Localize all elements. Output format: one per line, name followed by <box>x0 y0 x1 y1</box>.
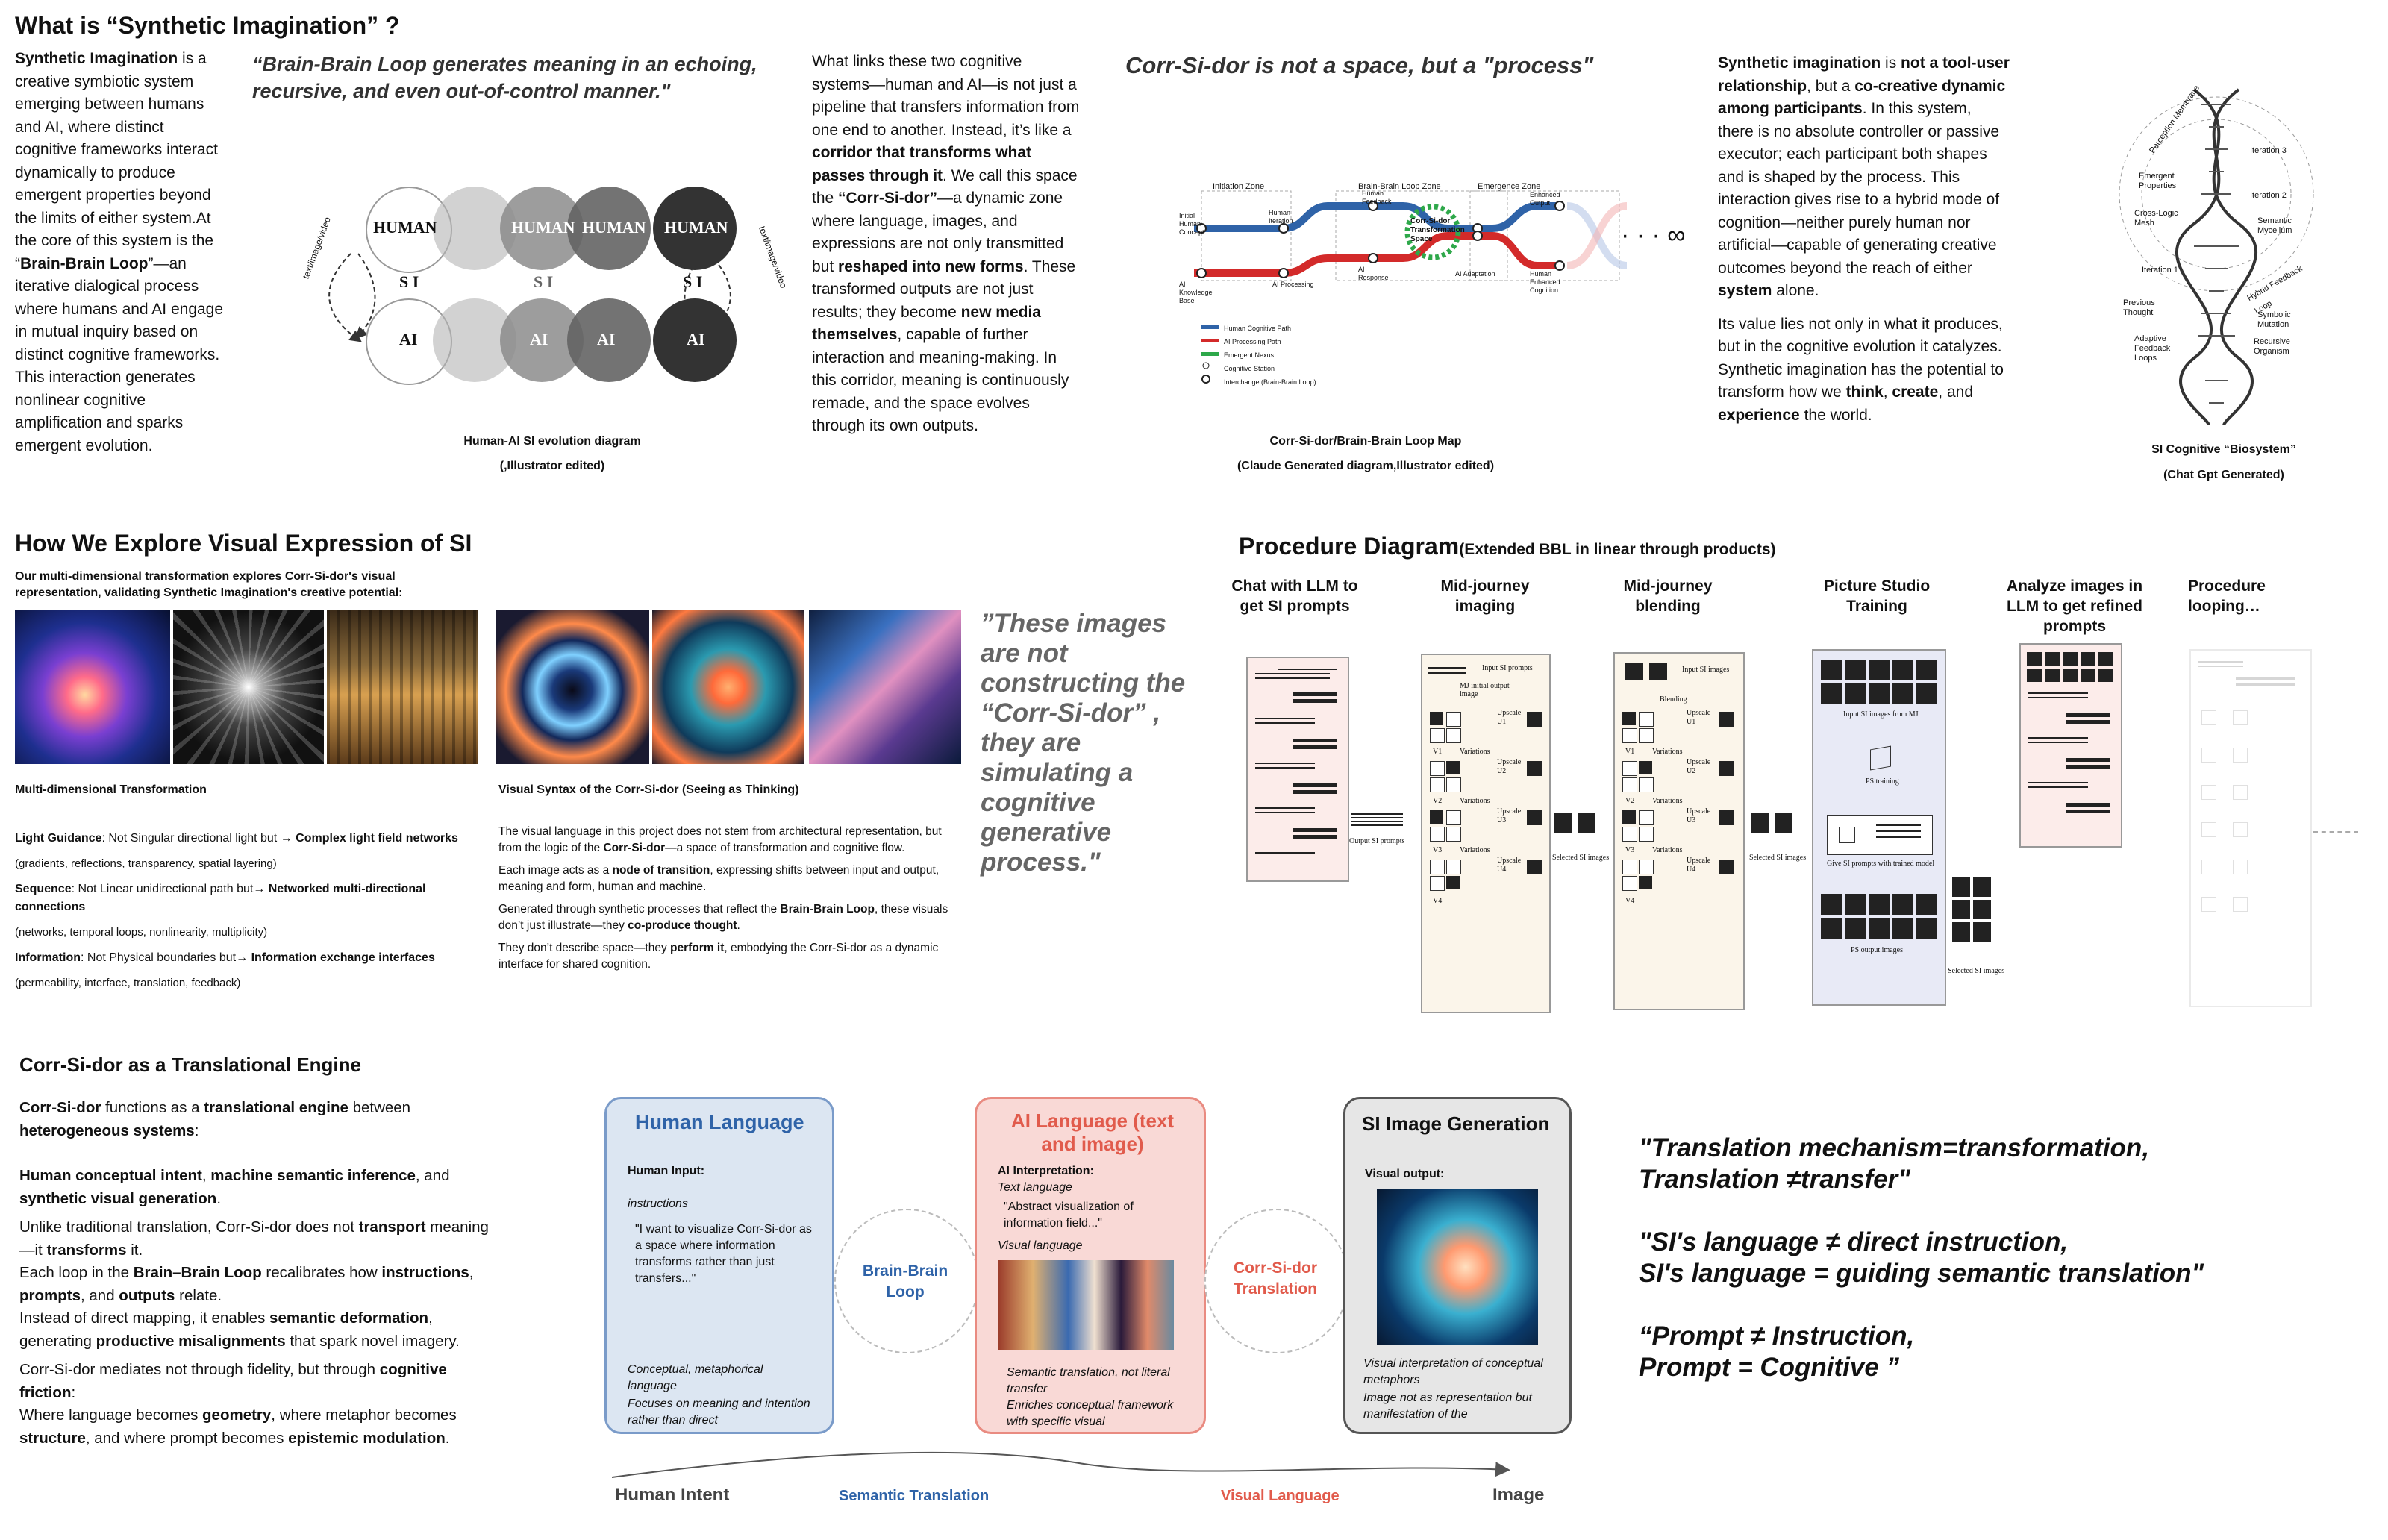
right-heading: Visual Syntax of the Corr-Si-dor (Seeing… <box>498 783 799 796</box>
visual-language-label: Visual Language <box>1221 1488 1340 1504</box>
section1-title: What is “Synthetic Imagination” ? <box>15 12 400 39</box>
visual-image-4 <box>496 610 649 764</box>
left-list: Light Guidance: Not Singular directional… <box>15 832 458 989</box>
procedure-step-6: Procedure looping… <box>2188 578 2266 615</box>
si-label: S I <box>399 272 419 291</box>
evolution-caption: Human-AI SI evolution diagram <box>463 435 641 448</box>
biosystem-diagram: Perception Membrane Iteration 3 Emergent… <box>2104 75 2328 433</box>
bbl-label: Brain-Brain Loop <box>862 1262 948 1300</box>
images-quote: ”These images are not constructing the “… <box>981 609 1186 877</box>
picture-studio-card: Input SI images from MJ PS training Give… <box>1812 649 1946 1006</box>
si-intro-text: Synthetic Imagination is a creative symb… <box>15 50 224 454</box>
process-title: Corr-Si-dor is not a space, but a "proce… <box>1125 52 1594 78</box>
biosystem-caption-sub: (Chat Gpt Generated) <box>2163 469 2284 481</box>
right-paragraphs: The visual language in this project does… <box>498 825 948 971</box>
corridor-translation-label: Corr-Si-dor Translation <box>1233 1259 1318 1298</box>
image-label: Image <box>1492 1485 1545 1505</box>
human-language-box: Human Language Human Input: instructions… <box>604 1097 834 1434</box>
visual-image-3 <box>327 610 478 764</box>
output-si-label: Output SI prompts <box>1349 837 1405 845</box>
corridor-map: Initiation Zone Brain-Brain Loop Zone Em… <box>1179 182 1686 386</box>
translational-text: Corr-Si-dor functions as a translational… <box>19 1099 489 1447</box>
procedure-step-3: Mid-journey blending <box>1623 578 1713 615</box>
visual-image-2 <box>173 610 324 764</box>
bbl-quote: “Brain-Brain Loop generates meaning in a… <box>252 53 757 102</box>
procedure-title: Procedure Diagram(Extended BBL in linear… <box>1239 533 1776 560</box>
section3-title: Corr-Si-dor as a Translational Engine <box>19 1054 361 1076</box>
semantic-translation-label: Semantic Translation <box>839 1488 990 1504</box>
mj-blending-card: Input SI images Blending Upscale U1 V1 V… <box>1613 652 1745 1010</box>
human-intent-label: Human Intent <box>615 1485 730 1505</box>
visual-image-5 <box>652 610 804 764</box>
visual-image-6 <box>809 610 961 764</box>
procedure-step-1: Chat with LLM to get SI prompts <box>1231 578 1358 615</box>
section2-title: How We Explore Visual Expression of SI <box>15 530 472 557</box>
ai-visual-collage <box>998 1260 1174 1350</box>
analyze-card <box>2019 643 2122 848</box>
procedure-step-4: Picture Studio Training <box>1823 578 1931 615</box>
mj-imaging-card: Input SI prompts MJ initial output image… <box>1421 654 1551 1013</box>
evolution-circles: HUMAN HUMAN HUMAN HUMAN S I S I S I AI A… <box>366 187 739 388</box>
evolution-caption-sub: (,Illustrator edited) <box>499 460 605 472</box>
infinity-icon: · · · ∞ <box>1621 221 1686 249</box>
visual-image-1 <box>15 610 170 764</box>
map-caption: Corr-Si-dor/Brain-Brain Loop Map <box>1269 435 1462 448</box>
ai-language-box: AI Language (text and image) AI Interpre… <box>975 1097 1206 1434</box>
procedure-step-5: Analyze images in LLM to get refined pro… <box>2006 578 2143 635</box>
chat-card <box>1246 657 1349 882</box>
si-image-box: SI Image Generation Visual output: Visua… <box>1343 1097 1572 1434</box>
human-label: HUMAN <box>373 218 437 237</box>
si-output-image <box>1377 1189 1538 1345</box>
left-heading: Multi-dimensional Transformation <box>15 783 207 796</box>
corridor-text: What links these two cognitive systems—h… <box>812 53 1080 434</box>
translation-quotes: "Translation mechanism=transformation, T… <box>1639 1133 2204 1382</box>
biosystem-caption: SI Cognitive “Biosystem” <box>2151 443 2296 456</box>
map-caption-sub: (Claude Generated diagram,Illustrator ed… <box>1237 460 1495 472</box>
flow-arrow <box>612 1451 1510 1478</box>
si-definition-text: Synthetic imagination is not a tool-user… <box>1718 54 2010 424</box>
looping-card <box>2189 649 2312 1007</box>
section2-subtitle: Our multi-dimensional transformation exp… <box>15 570 403 599</box>
procedure-step-2: Mid-journey imaging <box>1440 578 1530 615</box>
ai-label: AI <box>399 330 418 348</box>
